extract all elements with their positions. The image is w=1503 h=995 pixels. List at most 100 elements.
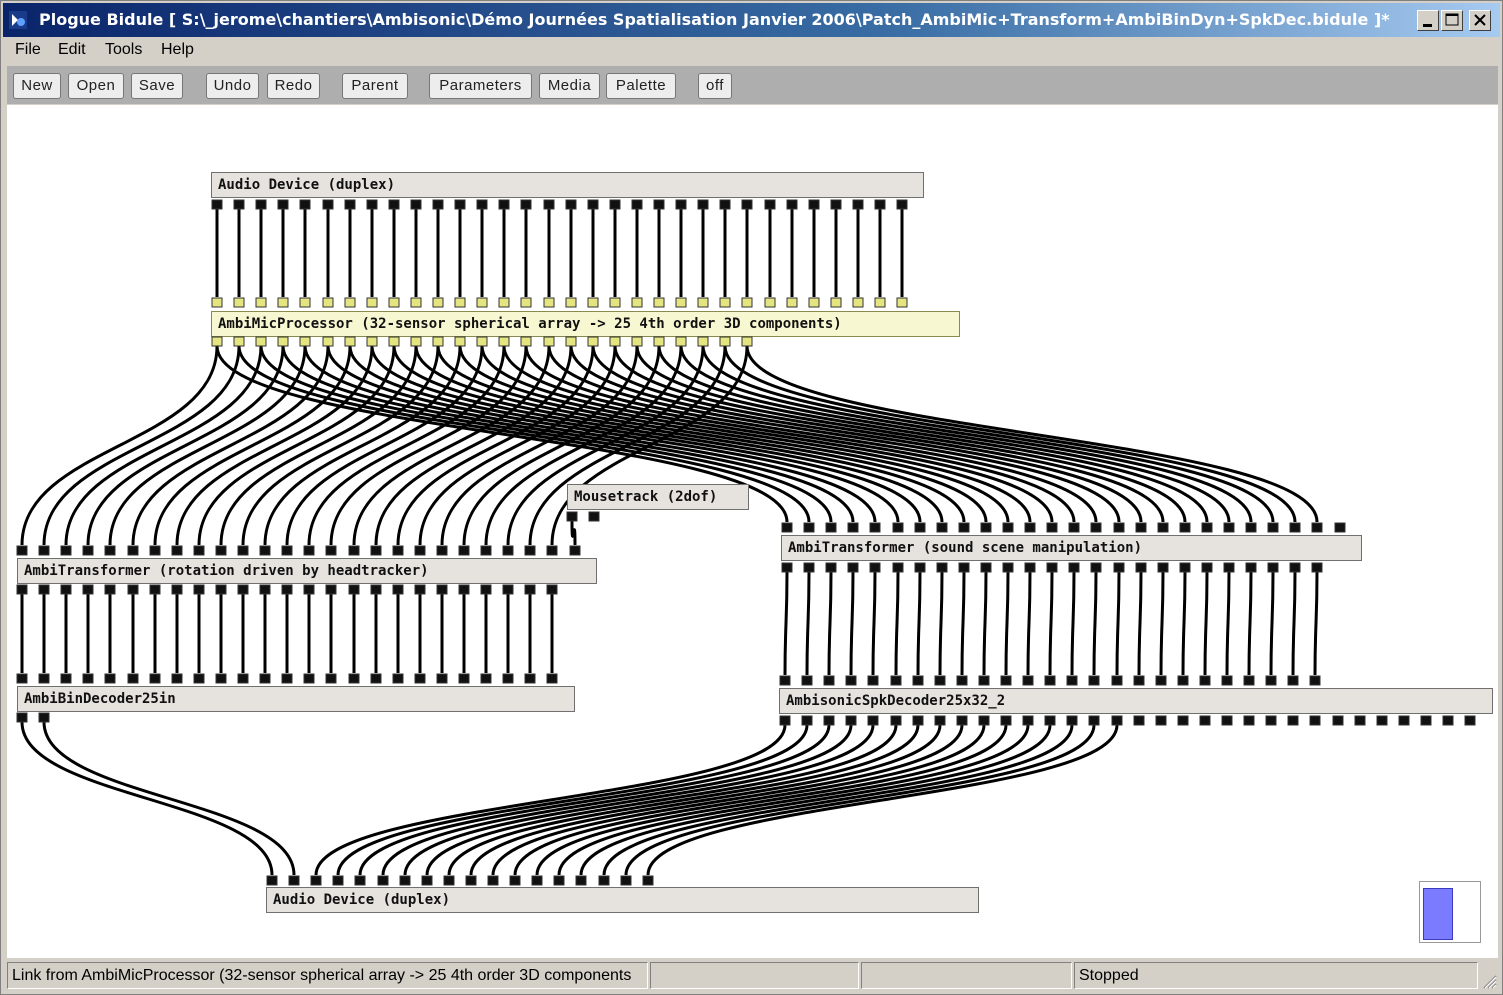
output-port[interactable] <box>1442 715 1454 726</box>
input-port[interactable] <box>1000 675 1012 686</box>
output-port[interactable] <box>344 336 356 347</box>
connection-wire[interactable] <box>447 724 920 876</box>
output-port[interactable] <box>609 199 621 210</box>
output-port[interactable] <box>1155 715 1167 726</box>
input-port[interactable] <box>465 875 477 886</box>
output-port[interactable] <box>1088 715 1100 726</box>
output-port[interactable] <box>454 336 466 347</box>
new-button[interactable]: New <box>13 73 61 99</box>
connection-wire[interactable] <box>281 345 855 523</box>
connection-wire[interactable] <box>381 724 853 876</box>
input-port[interactable] <box>801 675 813 686</box>
input-port[interactable] <box>16 545 28 556</box>
audio-device-input-node[interactable]: Audio Device (duplex) <box>211 172 924 198</box>
input-port[interactable] <box>458 673 470 684</box>
output-port[interactable] <box>476 199 488 210</box>
output-port[interactable] <box>1113 562 1125 573</box>
connection-wire[interactable] <box>646 724 1119 876</box>
output-port[interactable] <box>414 584 426 595</box>
connection-wire[interactable] <box>1137 571 1143 676</box>
output-port[interactable] <box>149 584 161 595</box>
output-port[interactable] <box>892 562 904 573</box>
output-port[interactable] <box>1245 562 1257 573</box>
input-port[interactable] <box>764 297 776 308</box>
input-port[interactable] <box>569 545 581 556</box>
connection-wire[interactable] <box>1291 571 1297 676</box>
input-port[interactable] <box>1111 675 1123 686</box>
connection-wire[interactable] <box>458 345 1032 523</box>
output-port[interactable] <box>1044 715 1056 726</box>
output-port[interactable] <box>956 715 968 726</box>
open-button[interactable]: Open <box>68 73 124 99</box>
input-port[interactable] <box>354 875 366 886</box>
connection-wire[interactable] <box>303 345 877 523</box>
connection-wire[interactable] <box>591 345 1165 523</box>
save-button[interactable]: Save <box>131 73 183 99</box>
connection-wire[interactable] <box>849 571 855 676</box>
input-port[interactable] <box>642 875 654 886</box>
menu-tools[interactable]: Tools <box>105 41 143 58</box>
connection-wire[interactable] <box>960 571 966 676</box>
output-port[interactable] <box>825 562 837 573</box>
output-port[interactable] <box>958 562 970 573</box>
output-port[interactable] <box>719 336 731 347</box>
output-port[interactable] <box>801 715 813 726</box>
connection-wire[interactable] <box>827 571 833 676</box>
input-port[interactable] <box>631 297 643 308</box>
input-port[interactable] <box>781 522 793 533</box>
output-port[interactable] <box>1133 715 1145 726</box>
connection-wire[interactable] <box>535 724 1008 876</box>
output-port[interactable] <box>366 336 378 347</box>
input-port[interactable] <box>325 673 337 684</box>
input-port[interactable] <box>454 297 466 308</box>
input-port[interactable] <box>1334 522 1346 533</box>
input-port[interactable] <box>233 297 245 308</box>
close-button[interactable] <box>1469 10 1491 31</box>
output-port[interactable] <box>171 584 183 595</box>
patch-canvas[interactable]: Audio Device (duplex) AmbiMicProcessor (… <box>7 105 1498 958</box>
input-port[interactable] <box>825 522 837 533</box>
input-port[interactable] <box>348 545 360 556</box>
parent-button[interactable]: Parent <box>342 73 408 99</box>
output-port[interactable] <box>193 584 205 595</box>
media-button[interactable]: Media <box>539 73 600 99</box>
connection-wire[interactable] <box>579 724 1052 876</box>
connection-wire[interactable] <box>783 571 789 676</box>
output-port[interactable] <box>934 715 946 726</box>
title-bar[interactable]: Plogue Bidule [ S:\_jerome\chantiers\Amb… <box>3 3 1500 37</box>
ambisonic-speaker-decoder-node[interactable]: AmbisonicSpkDecoder25x32_2 <box>779 688 1493 714</box>
input-port[interactable] <box>808 297 820 308</box>
output-port[interactable] <box>1265 715 1277 726</box>
output-port[interactable] <box>565 199 577 210</box>
connection-wire[interactable] <box>701 345 1275 523</box>
output-port[interactable] <box>543 199 555 210</box>
input-port[interactable] <box>60 673 72 684</box>
undo-button[interactable]: Undo <box>206 73 259 99</box>
connection-wire[interactable] <box>679 345 1253 523</box>
input-port[interactable] <box>215 545 227 556</box>
connection-wire[interactable] <box>1203 571 1209 676</box>
input-port[interactable] <box>1179 522 1191 533</box>
input-port[interactable] <box>458 545 470 556</box>
output-port[interactable] <box>980 562 992 573</box>
connection-wire[interactable] <box>1225 571 1231 676</box>
input-port[interactable] <box>443 875 455 886</box>
input-port[interactable] <box>211 297 223 308</box>
output-port[interactable] <box>281 584 293 595</box>
connection-wire[interactable] <box>358 724 831 876</box>
input-port[interactable] <box>414 545 426 556</box>
output-port[interactable] <box>38 712 50 723</box>
input-port[interactable] <box>498 297 510 308</box>
output-port[interactable] <box>299 336 311 347</box>
output-port[interactable] <box>277 336 289 347</box>
ambitransformer-scene-node[interactable]: AmbiTransformer (sound scene manipulatio… <box>781 535 1362 561</box>
input-port[interactable] <box>1046 522 1058 533</box>
output-port[interactable] <box>255 199 267 210</box>
output-port[interactable] <box>520 336 532 347</box>
connection-wire[interactable] <box>1004 571 1010 676</box>
output-port[interactable] <box>255 336 267 347</box>
output-port[interactable] <box>936 562 948 573</box>
input-port[interactable] <box>104 545 116 556</box>
input-port[interactable] <box>171 673 183 684</box>
input-port[interactable] <box>509 875 521 886</box>
